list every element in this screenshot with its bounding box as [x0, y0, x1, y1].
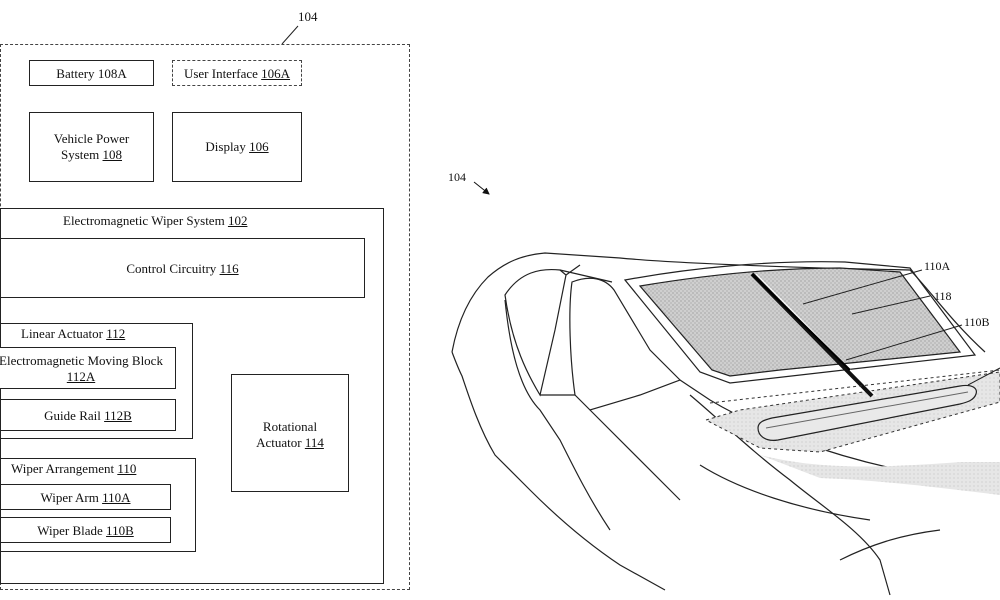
car-ref-104: 104: [448, 170, 466, 184]
vehicle-power-ref: 108: [102, 147, 123, 162]
ref-label-104: 104: [298, 9, 318, 24]
leader-110b: [845, 324, 963, 361]
leader-110a: [802, 269, 923, 305]
control-ref: 116: [219, 261, 239, 276]
wiper-arm-ref: 110A: [102, 490, 131, 505]
guide-rail-box: Guide Rail 112B: [0, 399, 176, 431]
wiper-arrangement-label: Wiper Arrangement: [11, 461, 115, 476]
wiper-blade-ref: 110B: [106, 523, 134, 538]
label-118: 118: [934, 289, 952, 303]
rotational-ref: 114: [304, 435, 324, 450]
guide-rail-label: Guide Rail: [44, 408, 101, 423]
car-body: [451, 252, 986, 596]
user-interface-ref: 106A: [261, 66, 291, 81]
label-110b: 110B: [964, 315, 990, 329]
windshield-frame: [623, 261, 977, 384]
wiper-arm-label: Wiper Arm: [40, 490, 99, 505]
vehicle-power-label-2: System: [60, 147, 100, 162]
vehicle-power-box: Vehicle Power System 108: [29, 112, 154, 182]
wiper-housing: [757, 384, 977, 441]
wiper-arrangement-ref: 110: [117, 461, 137, 476]
leader-housing: [967, 367, 1000, 386]
em-block-label: Electromagnetic Moving Block: [0, 353, 163, 368]
em-block-ref: 112A: [66, 369, 96, 384]
battery-ref: 108A: [97, 66, 127, 81]
linear-actuator-label: Linear Actuator: [21, 326, 103, 341]
leader-118: [851, 295, 931, 315]
user-interface-label: User Interface: [183, 66, 258, 81]
display-label: Display: [205, 139, 246, 154]
control-label: Control Circuitry: [126, 261, 217, 276]
leader-104: [281, 25, 299, 45]
display-ref: 106: [249, 139, 269, 154]
rotational-label-1: Rotational: [262, 419, 318, 434]
blade-guide-line: [709, 369, 1000, 404]
guide-rail-ref: 112B: [104, 408, 132, 423]
battery-label: Battery: [56, 66, 95, 81]
wiper-system-ref: 102: [227, 213, 248, 228]
wiper-arm-box: Wiper Arm 110A: [0, 484, 171, 510]
linear-actuator-ref: 112: [106, 326, 126, 341]
hood-shading: [760, 455, 1000, 495]
battery-box: Battery 108A: [29, 60, 154, 86]
wiper-blade-label: Wiper Blade: [37, 523, 103, 538]
car-ref-arrow: [473, 181, 490, 195]
wiper-arm: [750, 272, 877, 398]
user-interface-box: User Interface 106A: [172, 60, 302, 86]
label-110a: 110A: [924, 259, 951, 273]
rotational-label-2: Actuator: [256, 435, 302, 450]
vehicle-power-label-1: Vehicle Power: [53, 131, 130, 146]
control-circuitry-box: Control Circuitry 116: [0, 238, 365, 298]
wiper-system-label: Electromagnetic Wiper System: [63, 213, 225, 228]
rotational-actuator-box: Rotational Actuator 114: [231, 374, 349, 492]
display-box: Display 106: [172, 112, 302, 182]
wiper-blade-box: Wiper Blade 110B: [0, 517, 171, 543]
em-moving-block-box: Electromagnetic Moving Block 112A: [0, 347, 176, 389]
